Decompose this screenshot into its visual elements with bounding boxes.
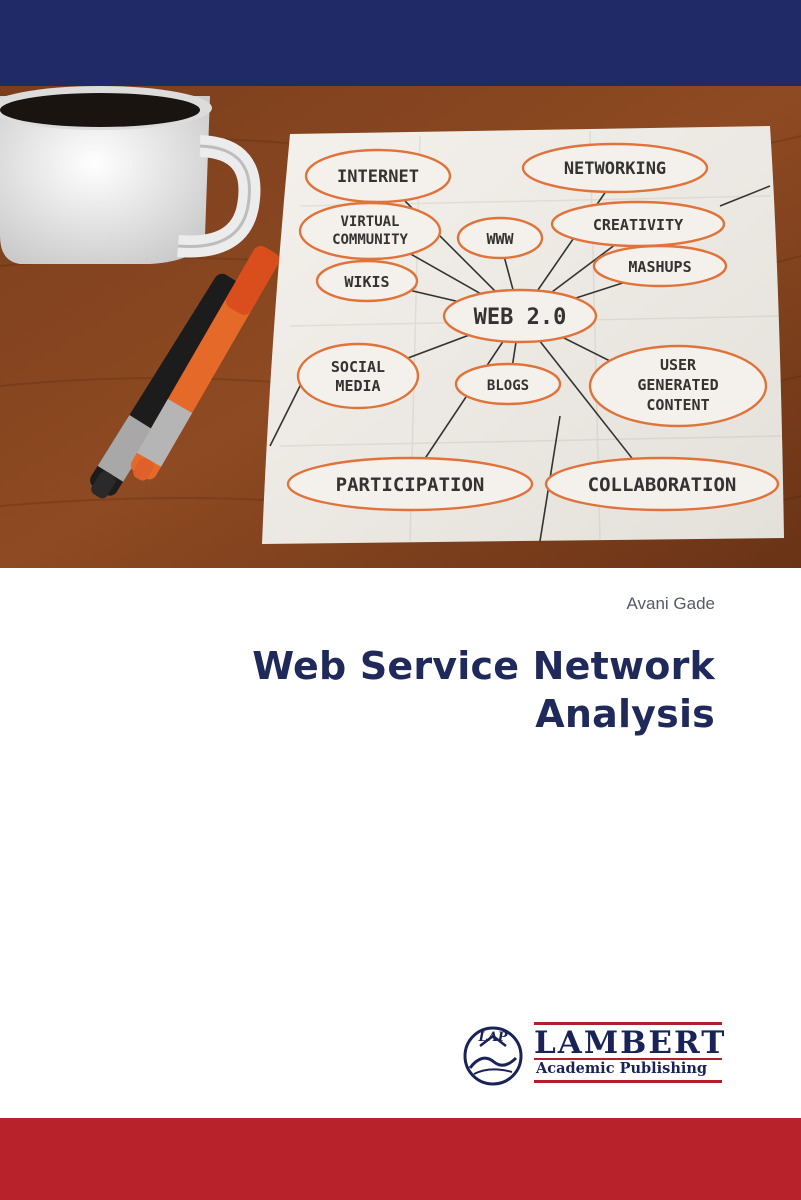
bubble-blogs: BLOGS (487, 378, 529, 394)
book-title: Web Service Network Analysis (75, 642, 715, 738)
publisher-subtitle: Academic Publishing (536, 1060, 708, 1077)
bubble-virtual-community-1: VIRTUAL (340, 214, 399, 230)
bubble-social-media-1: SOCIAL (331, 358, 385, 376)
author-name: Avani Gade (626, 594, 715, 613)
bubble-mashups: MASHUPS (628, 258, 691, 276)
top-color-band (0, 0, 801, 86)
lap-seal-icon: LAP (460, 1022, 526, 1086)
coffee-mug-icon (0, 86, 261, 264)
bubble-collaboration: COLLABORATION (588, 474, 737, 496)
cover-photo: INTERNET NETWORKING VIRTUAL COMMUNITY WW… (0, 86, 801, 568)
bubble-creativity: CREATIVITY (593, 216, 683, 234)
logo-rule-middle (534, 1058, 722, 1060)
logo-rule-bottom (534, 1080, 722, 1083)
bubble-virtual-community-2: COMMUNITY (332, 232, 408, 248)
bubble-wikis: WIKIS (344, 273, 389, 291)
bubble-ugc-2: GENERATED (637, 376, 718, 394)
bubble-internet: INTERNET (337, 167, 419, 187)
bubble-social-media-2: MEDIA (335, 377, 380, 395)
lap-seal-text: LAP (477, 1030, 508, 1045)
bubble-ugc-3: CONTENT (646, 396, 709, 414)
book-title-line-2: Analysis (535, 692, 715, 736)
bubble-center: WEB 2.0 (474, 305, 567, 330)
publisher-logo: LAP LAMBERT Academic Publishing (460, 1022, 724, 1086)
publisher-name: LAMBERT (534, 1025, 727, 1061)
bubble-ugc-1: USER (660, 356, 697, 374)
bubble-participation: PARTICIPATION (336, 474, 485, 496)
bottom-color-band (0, 1118, 801, 1200)
logo-rule-top (534, 1022, 722, 1025)
napkin-mindmap: INTERNET NETWORKING VIRTUAL COMMUNITY WW… (262, 126, 784, 544)
bubble-networking: NETWORKING (564, 159, 666, 179)
marker-pens-icon (90, 246, 280, 499)
bubble-www: WWW (486, 230, 514, 248)
book-title-line-1: Web Service Network (252, 644, 715, 688)
